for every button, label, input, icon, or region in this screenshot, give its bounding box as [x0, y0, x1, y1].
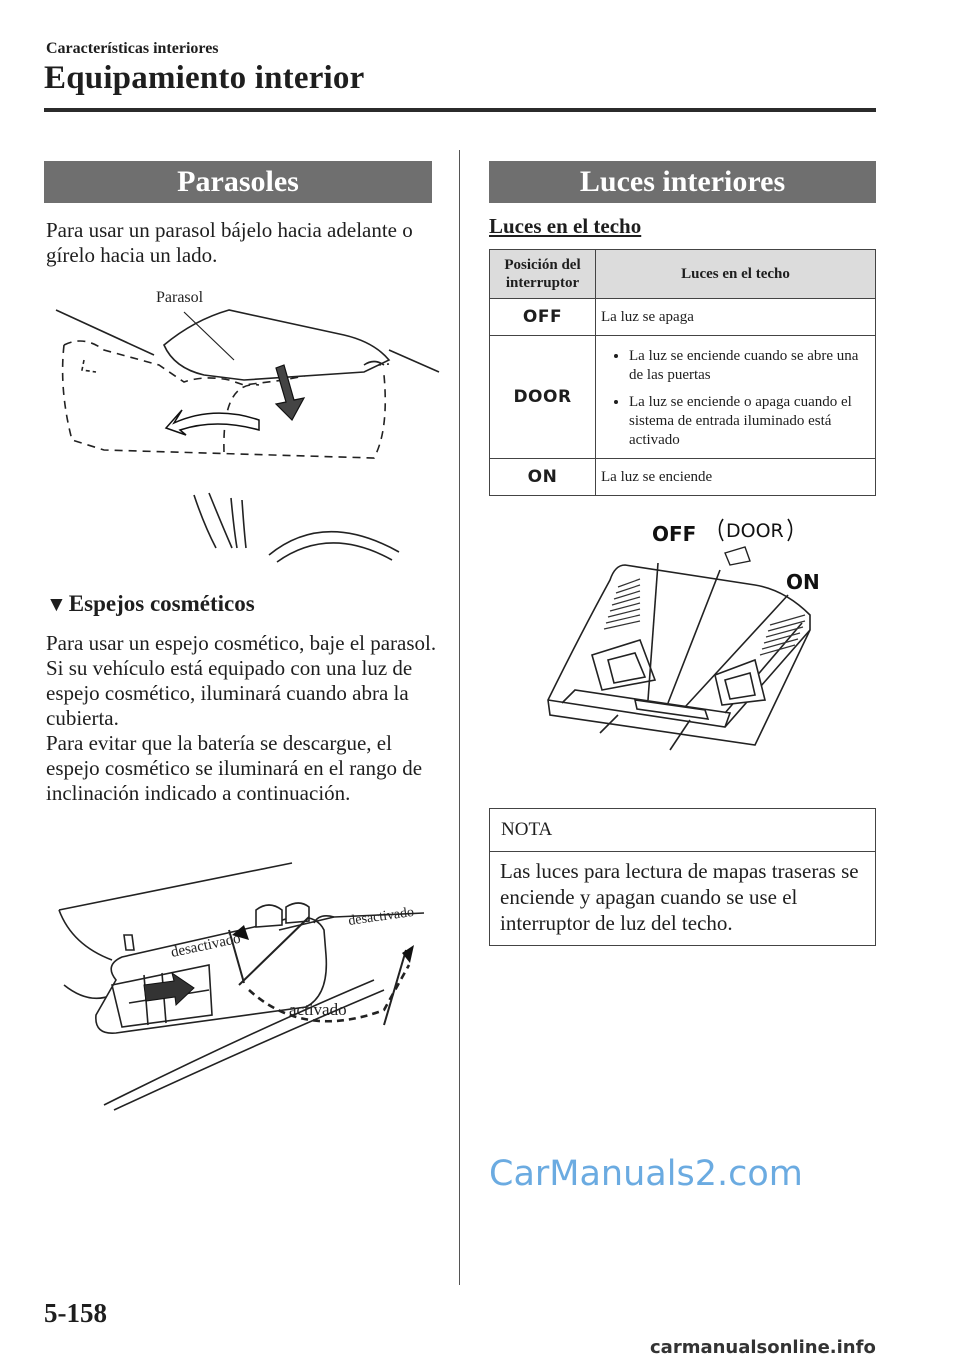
luces-banner: Luces interiores — [489, 161, 876, 203]
parasoles-banner: Parasoles — [44, 161, 432, 203]
espejos-body: Para usar un espejo cosmético, baje el p… — [46, 631, 441, 806]
col-header-position: Posición del interruptor — [489, 249, 596, 299]
table-row: DOOR La luz se enciende cuando se abre u… — [489, 335, 876, 459]
vanity-mirror-illustration: desactivado desactivado activado — [58, 862, 425, 1111]
description-off: La luz se apaga — [595, 298, 876, 336]
page-number: 5-158 — [44, 1298, 107, 1328]
watermark-carmanualsonline: carmanualsonline.info — [650, 1337, 876, 1358]
fig-off-label: OFF — [652, 522, 696, 546]
espejos-paragraph-2: Si su vehículo está equipado con una luz… — [46, 656, 413, 730]
header-rule — [44, 108, 876, 112]
section-marker-icon: ▼ — [46, 592, 67, 616]
activado-label: activado — [289, 1000, 347, 1019]
espejos-paragraph-1: Para usar un espejo cosmético, baje el p… — [46, 631, 437, 655]
door-bullet-2: La luz se enciende o apaga cuando el sis… — [629, 393, 870, 450]
description-on: La luz se enciende — [595, 458, 876, 496]
position-off: OFF — [489, 298, 596, 336]
fig-door-label: DOOR — [726, 520, 784, 542]
description-door: La luz se enciende cuando se abre una de… — [595, 335, 876, 459]
note-title: NOTA — [490, 809, 875, 852]
sun-visor-illustration: Parasol — [55, 289, 440, 563]
position-door: DOOR — [489, 335, 596, 459]
espejos-paragraph-3: Para evitar que la batería se descargue,… — [46, 731, 423, 805]
chapter-title: Características interiores — [46, 40, 219, 57]
column-divider — [459, 150, 460, 1285]
table-row: ON La luz se enciende — [489, 458, 876, 496]
espejos-subheading-text: Espejos cosméticos — [68, 591, 255, 616]
ceiling-lights-table: Posición del interruptor Luces en el tec… — [489, 249, 876, 496]
note-text: Las luces para lectura de mapas traseras… — [500, 859, 859, 935]
ceiling-light-illustration: OFF DOOR ON — [547, 518, 820, 751]
col-header-lights: Luces en el techo — [595, 249, 876, 299]
door-bullet-1: La luz se enciende cuando se abre una de… — [629, 347, 870, 385]
section-title: Equipamiento interior — [44, 60, 365, 96]
parasol-label: Parasol — [156, 289, 204, 306]
position-on: ON — [489, 458, 596, 496]
espejos-subheading: ▼Espejos cosméticos — [46, 591, 255, 617]
table-header-row: Posición del interruptor Luces en el tec… — [489, 249, 876, 299]
fig-on-label: ON — [786, 570, 820, 594]
watermark-carmanuals2: CarManuals2.com — [489, 1154, 803, 1194]
desactivado-right-label: desactivado — [347, 905, 415, 929]
table-row: OFF La luz se apaga — [489, 298, 876, 336]
note-box: NOTA Las luces para lectura de mapas tra… — [489, 808, 876, 946]
parasol-intro: Para usar un parasol bájelo hacia adelan… — [46, 218, 413, 267]
luces-techo-heading: Luces en el techo — [489, 214, 642, 238]
